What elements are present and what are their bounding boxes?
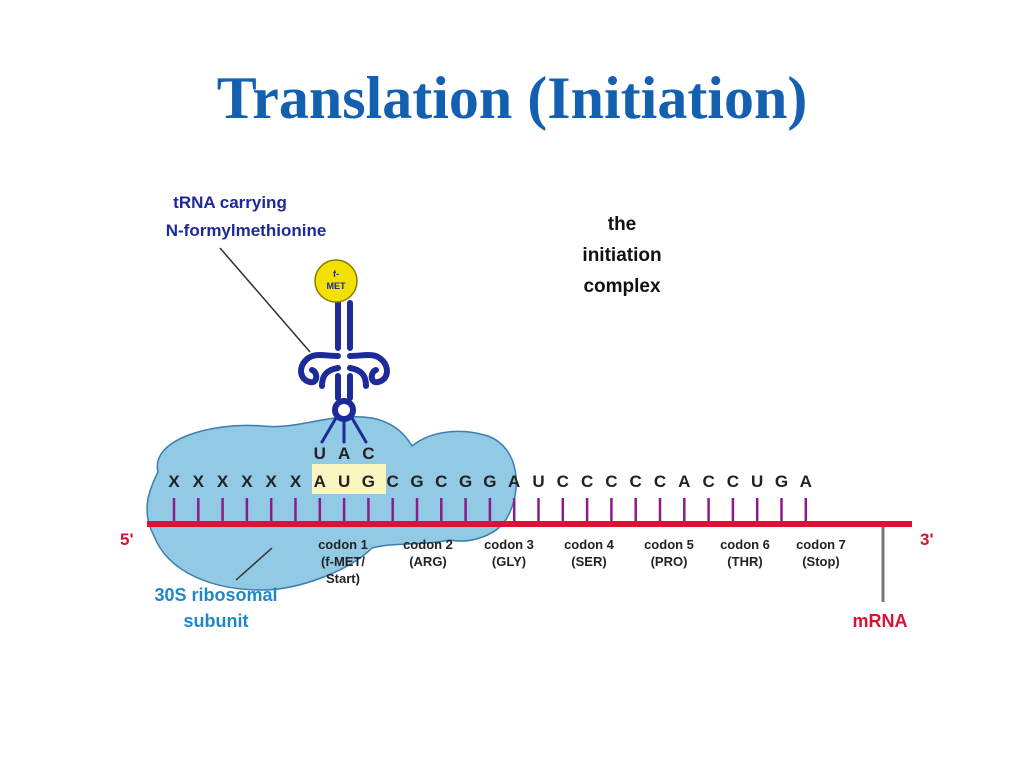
fmet-amino-acid (314, 259, 358, 303)
mrna-base: G (775, 472, 788, 491)
subunit-callout-line (235, 547, 273, 581)
codon-label: codon 6 (THR) (720, 537, 770, 569)
three-prime-label: 3' (920, 530, 934, 549)
codon-label: codon 5 (PRO) (644, 537, 694, 569)
codon-label-line: codon 1 (318, 537, 368, 552)
codon-label: codon 3 (GLY) (484, 537, 534, 569)
subunit-label-line1: 30S ribosomal (154, 585, 277, 605)
codon-label-line: codon 5 (644, 537, 694, 552)
trna-acceptor-stem (335, 300, 353, 351)
mrna-base: C (435, 472, 447, 491)
codon-label: codon 1 (f-MET/Start) (318, 537, 368, 586)
mrna-base: G (362, 472, 375, 491)
ribosome-30s-subunit (146, 416, 518, 591)
codon-label-line: (THR) (727, 554, 762, 569)
complex-label-line2: initiation (582, 245, 661, 266)
mrna-base: X (168, 472, 180, 491)
mrna-base: C (557, 472, 569, 491)
mrna-base: X (217, 472, 229, 491)
anticodon-base: A (338, 444, 350, 463)
codon-label: codon 7 (Stop) (796, 537, 846, 569)
subunit-label-line2: subunit (184, 611, 249, 631)
mrna-base: X (193, 472, 205, 491)
mrna-base: A (314, 472, 326, 491)
mrna-base: X (241, 472, 253, 491)
mrna-base: C (702, 472, 714, 491)
mrna-base: C (654, 472, 666, 491)
trna-anticodon-stem (335, 373, 353, 401)
codon-label-line: (ARG) (409, 554, 447, 569)
mrna-base: U (751, 472, 763, 491)
mrna-base: X (266, 472, 278, 491)
trna-left-arm (298, 352, 341, 389)
mrna-base: U (532, 472, 544, 491)
codon-label-line: codon 2 (403, 537, 453, 552)
page-title: Translation (Initiation) (216, 65, 808, 131)
trna-label-line2: N-formylmethionine (166, 221, 327, 240)
fmet-label-line2: MET (327, 281, 347, 291)
codon-label-line: (Stop) (802, 554, 840, 569)
mrna-ticks (172, 498, 808, 522)
mrna-base: G (410, 472, 423, 491)
trna-callout-line (219, 247, 311, 353)
anticodon-base: U (314, 444, 326, 463)
mrna-base: A (508, 472, 520, 491)
mrna-base: A (800, 472, 812, 491)
fmet-label-line1: f- (333, 269, 339, 279)
anticodon-base: C (362, 444, 374, 463)
five-prime-label: 5' (120, 530, 134, 549)
mrna-base: C (605, 472, 617, 491)
trna-right-arm (347, 352, 390, 389)
trna-anticodon-loop (332, 398, 356, 422)
codon-label-line: codon 7 (796, 537, 846, 552)
codon-label-line: Start) (326, 571, 360, 586)
codon-labels: codon 1 (f-MET/Start) codon 2 (ARG) codon 3 (… (318, 537, 846, 586)
complex-label-line1: the (608, 214, 637, 235)
complex-label-line3: complex (583, 276, 661, 297)
mrna-base: U (338, 472, 350, 491)
codon-label-line: (PRO) (651, 554, 688, 569)
mrna-base: C (630, 472, 642, 491)
mrna-base: C (727, 472, 739, 491)
mrna-base: X (290, 472, 302, 491)
codon-label: codon 4 (SER) (564, 537, 615, 569)
mrna-base: C (387, 472, 399, 491)
codon-label-line: codon 3 (484, 537, 534, 552)
codon-label-line: (SER) (571, 554, 606, 569)
mrna-base: G (459, 472, 472, 491)
mrna-base: G (483, 472, 496, 491)
codon-label-line: codon 6 (720, 537, 770, 552)
codon-label-line: codon 4 (564, 537, 615, 552)
trna-molecule (298, 300, 390, 444)
mrna-label: mRNA (852, 611, 907, 631)
codon-label-line: (GLY) (492, 554, 526, 569)
mrna-base: A (678, 472, 690, 491)
codon-label: codon 2 (ARG) (403, 537, 453, 569)
trna-label-line1: tRNA carrying (173, 193, 287, 212)
trna-anticodon-base-lines (320, 416, 368, 444)
codon-label-line: (f-MET/ (321, 554, 365, 569)
mrna-base: C (581, 472, 593, 491)
start-codon-highlight (312, 464, 386, 494)
